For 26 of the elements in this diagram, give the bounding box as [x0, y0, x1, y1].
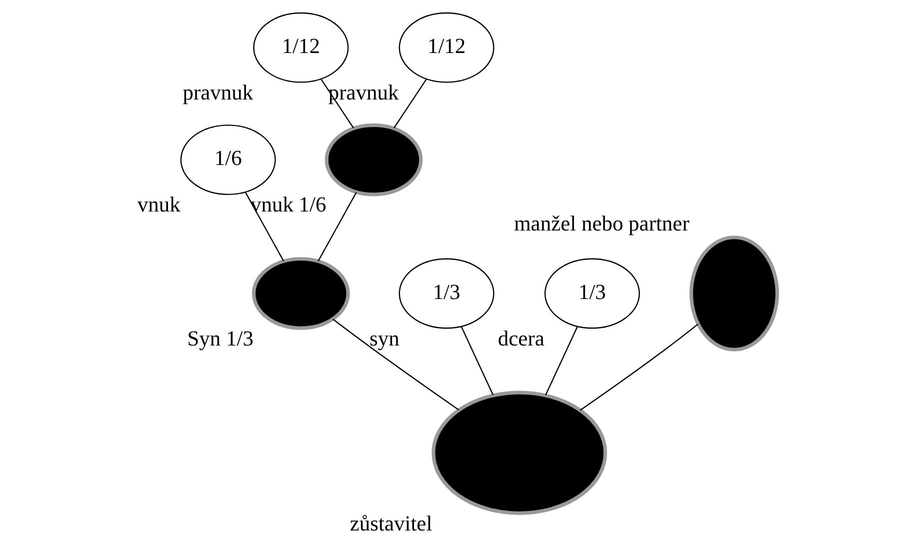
- connector: [244, 192, 284, 262]
- connector: [318, 192, 357, 262]
- connector: [545, 326, 578, 396]
- node-ellipse: 1/3: [398, 258, 494, 329]
- connector: [580, 324, 698, 411]
- node-ellipse: 1/3: [544, 258, 640, 329]
- node-circle: [324, 123, 423, 196]
- node-ellipse: 1/12: [398, 12, 494, 83]
- node-label: pravnuk: [182, 80, 254, 104]
- node-label: dcera: [498, 326, 544, 350]
- node-circle: [689, 236, 780, 352]
- connector: [320, 78, 354, 128]
- node-label: zůstavitel: [350, 511, 432, 536]
- node-label: pravnuk: [328, 80, 399, 104]
- connector: [460, 326, 494, 396]
- node-label: syn: [370, 326, 400, 350]
- node-label: vnuk: [137, 192, 180, 217]
- connector: [394, 78, 427, 128]
- node-label: manžel nebo partner: [514, 212, 690, 236]
- node-circle: [252, 257, 350, 330]
- node-circle: [432, 390, 608, 515]
- node-ellipse: 1/12: [253, 12, 349, 83]
- node-ellipse: 1/6: [180, 124, 276, 196]
- node-label: Syn 1/3: [187, 326, 254, 350]
- node-label: vnuk 1/6: [250, 192, 326, 217]
- connector: [332, 318, 460, 410]
